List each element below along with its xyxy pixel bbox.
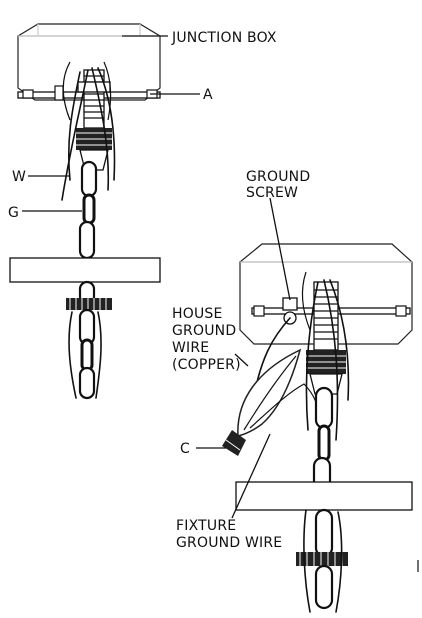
label-house-ground-line1: HOUSE xyxy=(172,306,223,322)
label-junction-box: JUNCTION BOX xyxy=(171,30,277,46)
label-w: W xyxy=(12,169,26,185)
left-assembly xyxy=(9,23,200,400)
label-house-ground-line2: GROUND xyxy=(172,323,236,339)
left-chain xyxy=(78,160,98,260)
label-a: A xyxy=(203,87,213,103)
label-fixture-ground-line2: GROUND WIRE xyxy=(176,535,282,551)
right-lower-chain xyxy=(296,508,419,613)
right-canopy xyxy=(235,481,413,511)
label-c: C xyxy=(180,441,190,457)
left-canopy xyxy=(9,257,161,283)
label-house-ground-line3: WIRE xyxy=(172,340,209,356)
label-house-ground-line4: (COPPER) xyxy=(172,357,241,373)
label-g: G xyxy=(8,205,19,221)
label-ground-screw-line1: GROUND xyxy=(246,169,310,185)
right-chain xyxy=(312,386,334,494)
left-lower-chain xyxy=(66,280,112,400)
right-threaded-nipple xyxy=(306,281,346,395)
right-assembly xyxy=(196,197,419,613)
wire-connector xyxy=(222,430,246,456)
label-fixture-ground-line1: FIXTURE xyxy=(176,518,236,534)
left-wires xyxy=(61,61,116,201)
right-wires xyxy=(301,271,350,441)
label-ground-screw-line2: SCREW xyxy=(246,185,298,201)
left-threaded-nipple xyxy=(76,69,112,171)
